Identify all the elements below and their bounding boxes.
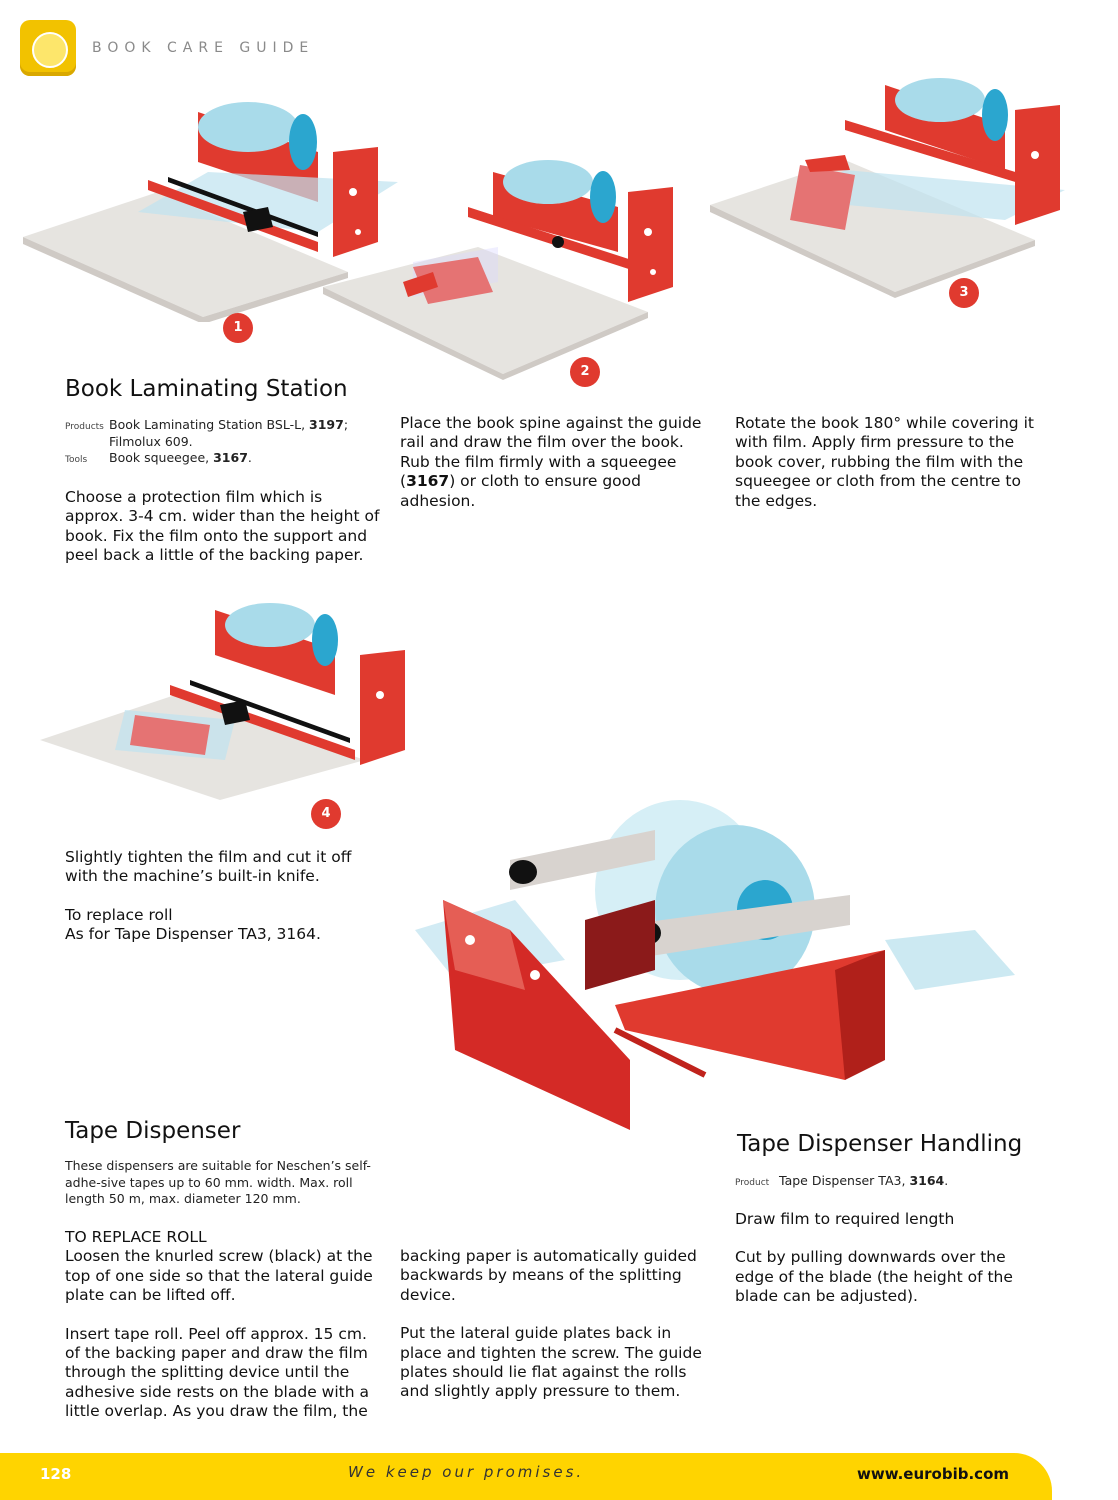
laminating-step-4-illustration <box>40 603 405 800</box>
step2-text: Place the book spine against the guide r… <box>400 414 718 511</box>
step-badge-1: 1 <box>223 313 253 343</box>
products-label: Products <box>65 422 104 432</box>
tape-dispenser-illustration <box>415 800 1015 1130</box>
step2-text-a: Place the book spine against the guide r… <box>400 414 702 491</box>
step4-paragraph: Slightly tighten the film and cut it off… <box>65 848 352 886</box>
tools-row: Tools Book squeegee, 3167. <box>65 450 365 469</box>
tape-column-2: backing paper is automatically guided ba… <box>400 1247 710 1402</box>
products-value: Book Laminating Station BSL-L, 3197; Fil… <box>109 417 365 450</box>
footer-bar <box>0 1453 1052 1500</box>
step1-text: Choose a protection film which is approx… <box>65 488 380 565</box>
tape-paragraph-2: Insert tape roll. Peel off approx. 15 cm… <box>65 1324 369 1421</box>
products-text: Book Laminating Station BSL-L, <box>109 417 306 432</box>
step4-text: Slightly tighten the film and cut it off… <box>65 848 385 945</box>
products-code: 3197 <box>309 417 344 432</box>
tape-paragraph-4: Put the lateral guide plates back in pla… <box>400 1324 702 1401</box>
handling-text: Draw film to required length Cut by pull… <box>735 1210 1035 1307</box>
laminating-step-2-illustration <box>323 160 673 380</box>
step-badge-2: 2 <box>570 357 600 387</box>
step2-code: 3167 <box>406 472 450 491</box>
handling-title: Tape Dispenser Handling <box>737 1131 1023 1157</box>
logo <box>20 20 76 76</box>
handling-paragraph-1: Draw film to required length <box>735 1210 955 1228</box>
logo-circle <box>32 32 68 68</box>
tape-title: Tape Dispenser <box>65 1118 241 1144</box>
handling-product-label: Product <box>735 1178 770 1188</box>
products-text2: ; Filmolux 609. <box>109 417 349 449</box>
tape-paragraph-1: Loosen the knurled screw (black) at the … <box>65 1247 373 1305</box>
replace-heading: TO REPLACE ROLL <box>65 1228 207 1246</box>
laminating-step-3-illustration <box>710 78 1065 298</box>
tape-intro: These dispensers are suitable for Nesche… <box>65 1158 371 1206</box>
tools-text2: . <box>247 450 252 465</box>
step2-text-b: ) or cloth to ensure good adhesion. <box>400 472 641 510</box>
page-number: 128 <box>40 1465 72 1483</box>
tools-value: Book squeegee, 3167. <box>109 450 252 469</box>
laminating-meta: Products Book Laminating Station BSL-L, … <box>65 417 365 469</box>
handling-product-text: Tape Dispenser TA3, <box>779 1173 906 1188</box>
tape-column-1: TO REPLACE ROLL Loosen the knurled screw… <box>65 1228 383 1422</box>
handling-product-text2: . <box>944 1173 949 1188</box>
replace-roll-text: As for Tape Dispenser TA3, 3164. <box>65 925 321 944</box>
products-row: Products Book Laminating Station BSL-L, … <box>65 417 365 450</box>
tape-paragraph-3: backing paper is automatically guided ba… <box>400 1247 697 1304</box>
handling-product-code: 3164 <box>909 1173 945 1188</box>
handling-product-value: Tape Dispenser TA3, 3164. <box>779 1173 948 1192</box>
tools-text: Book squeegee, <box>109 450 210 465</box>
handling-product-row: Product Tape Dispenser TA3, 3164. <box>735 1173 1055 1192</box>
step-badge-4: 4 <box>311 799 341 829</box>
tools-code: 3167 <box>213 450 248 465</box>
footer-url-link[interactable]: www.eurobib.com <box>857 1465 1010 1483</box>
tools-label: Tools <box>65 455 88 465</box>
laminating-title: Book Laminating Station <box>65 376 348 402</box>
laminating-step-1-illustration <box>23 102 398 322</box>
footer-slogan: We keep our promises. <box>348 1463 585 1481</box>
handling-paragraph-2: Cut by pulling downwards over the edge o… <box>735 1248 1013 1306</box>
header-title: BOOK CARE GUIDE <box>92 40 315 56</box>
step3-text: Rotate the book 180° while covering it w… <box>735 414 1034 510</box>
step-badge-3: 3 <box>949 278 979 308</box>
replace-roll-heading: To replace roll <box>65 905 173 924</box>
